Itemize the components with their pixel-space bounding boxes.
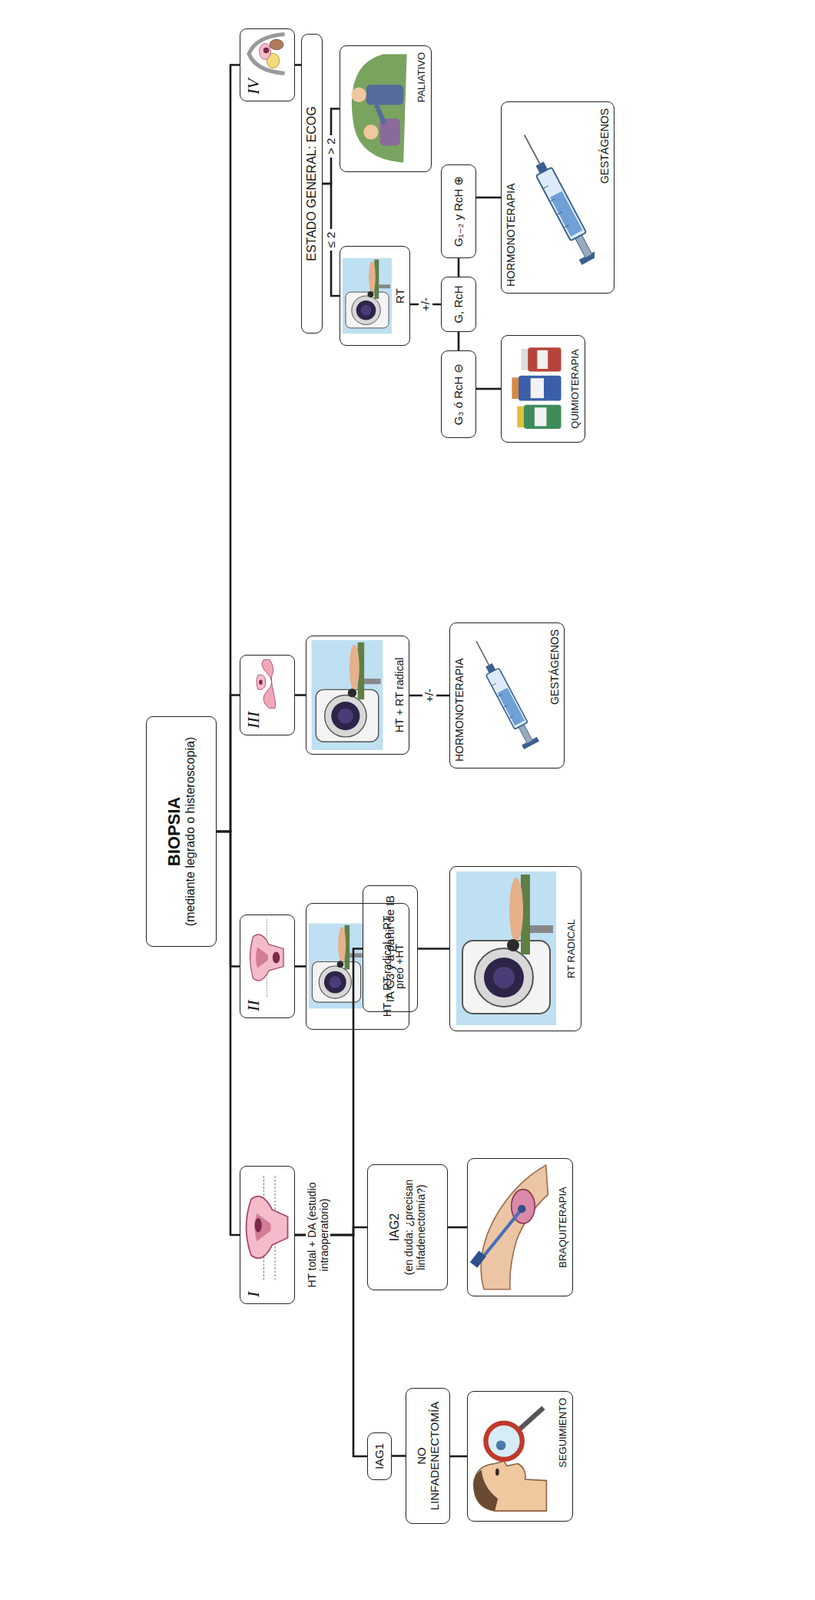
treatment-picture-box: HORMONOTERAPIA GESTÁGENOS	[449, 622, 565, 769]
box-label: G, RcH	[451, 284, 465, 323]
box-label: III	[243, 711, 263, 729]
box-label: BRAQUITERAPIA	[557, 1186, 570, 1267]
box-label: G₃ ó RcH ⊖	[451, 363, 465, 425]
connector	[294, 964, 306, 968]
treatment-picture-box: RT	[339, 245, 411, 346]
connector	[322, 109, 340, 185]
connector	[294, 693, 306, 696]
treatment-picture-box: HORMONOTERAPIA GESTÁGENOS	[500, 101, 615, 294]
brachytherapy-picture	[470, 1164, 548, 1289]
treatment-picture-box: BRAQUITERAPIA	[467, 1157, 574, 1296]
substage-box: IAG1	[367, 1431, 392, 1480]
edge-label: ≤ 2	[324, 228, 338, 252]
substage-box: IAG2(en duda: ¿precisan linfadenectomía?…	[367, 1163, 448, 1290]
box-label: BIOPSIA	[164, 796, 184, 866]
connector	[391, 1454, 406, 1457]
box-label: II	[243, 999, 263, 1011]
treatment-picture-box: RT RADICAL	[449, 865, 582, 1031]
connector	[457, 258, 461, 277]
connector	[294, 63, 302, 67]
box-label: QUIMIOTERAPIA	[569, 348, 582, 428]
grade-box: G₁₋₂ y RcH ⊕	[440, 164, 477, 259]
treatment-picture-box: QUIMIOTERAPIA	[500, 334, 586, 443]
treatment-picture-box: HT + RT radical	[305, 635, 410, 755]
connector	[476, 387, 501, 391]
box-label: IV	[243, 78, 263, 95]
connector	[216, 831, 240, 967]
connector	[476, 196, 501, 199]
box-sublabel: GESTÁGENOS	[548, 629, 561, 705]
syringe-picture	[515, 129, 600, 265]
note-label: HT total + DA (estudio intraoperatorio)	[305, 1163, 331, 1306]
connector	[216, 695, 240, 832]
box-sublabel: GESTÁGENOS	[598, 108, 611, 184]
pelvis-picture	[248, 34, 285, 74]
box-label: I	[243, 1291, 263, 1297]
rt-machine-picture	[308, 923, 365, 1009]
connector	[457, 331, 461, 351]
box-label: HORMONOTERAPIA	[504, 182, 517, 287]
box-label: ESTADO GENERAL: ECOG	[304, 106, 319, 262]
connector	[450, 1454, 468, 1458]
box-sublabel: (en duda: ¿precisan linfadenectomía?)	[402, 1170, 428, 1283]
biopsy-box: BIOPSIA(mediante legrado o histeroscopia…	[145, 715, 217, 947]
connector	[216, 831, 240, 1235]
uterus-picture	[256, 659, 276, 708]
box-label: RT	[393, 288, 407, 304]
box-label: HT + RT radical o RT preo +HT	[380, 912, 406, 1021]
decision-box: NO LINFADENECTOMÍA	[405, 1387, 451, 1524]
box-sublabel: (mediante legrado o histeroscopia)	[183, 736, 198, 926]
rt-machine-picture	[456, 871, 557, 1025]
connector	[417, 947, 450, 950]
box-label: HORMONOTERAPIA	[453, 657, 466, 762]
grade-box: G₃ ó RcH ⊖	[440, 350, 477, 438]
rt-machine-picture	[342, 258, 392, 334]
box-label: NO LINFADENECTOMÍA	[414, 1395, 442, 1515]
box-label: RT RADICAL	[566, 918, 578, 978]
uterus-picture	[246, 1173, 289, 1279]
follow-up-picture	[473, 1407, 547, 1511]
box-label: IAG1	[372, 1442, 386, 1469]
edge-label: > 2	[324, 135, 338, 158]
status-box: ESTADO GENERAL: ECOG	[301, 33, 323, 334]
syringe-picture	[468, 636, 540, 749]
uterus-picture	[250, 917, 285, 997]
box-label: PALIATIVO	[416, 52, 428, 103]
connector	[447, 1225, 468, 1229]
chemo-picture	[511, 347, 561, 429]
edge-label: +/-	[418, 294, 432, 315]
connector	[322, 183, 340, 296]
box-label: HT + RT radical	[393, 657, 406, 733]
box-label: G₁₋₂ y RcH ⊕	[451, 175, 465, 247]
palliative-picture	[351, 54, 407, 163]
grade-box: G, RcH	[440, 276, 477, 332]
treatment-picture-box: PALIATIVO	[339, 45, 432, 173]
rt-machine-picture	[311, 639, 384, 750]
stage-box: II	[239, 914, 295, 1018]
box-label: IAG2	[387, 1212, 402, 1241]
treatment-picture-box: SEGUIMIENTO	[467, 1390, 574, 1521]
treatment-picture-box: HT + RT radical o RT preo +HT	[305, 902, 410, 1030]
stage-box: IV	[239, 28, 295, 102]
stage-box: I	[239, 1165, 295, 1304]
stage-box: III	[239, 654, 295, 736]
connector	[216, 65, 240, 832]
edge-label: +/-	[422, 685, 436, 706]
box-label: SEGUIMIENTO	[557, 1397, 570, 1468]
